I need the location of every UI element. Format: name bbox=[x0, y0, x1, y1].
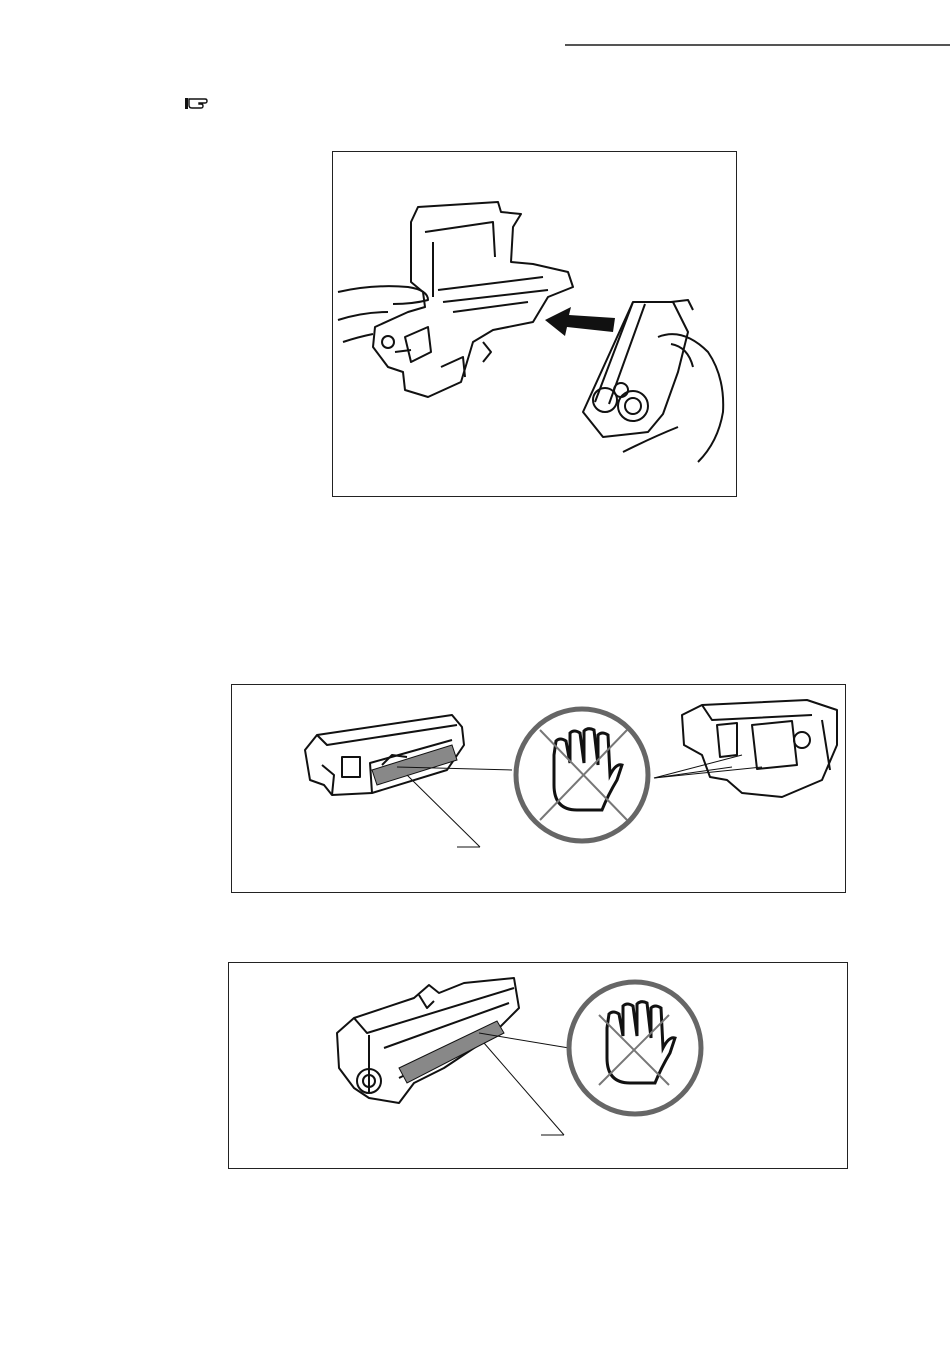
no-touch-hand-icon bbox=[569, 982, 701, 1114]
figure-do-not-touch-drum-unit bbox=[231, 684, 846, 893]
pointing-hand-icon bbox=[184, 95, 208, 111]
figure-do-not-touch-toner-roller bbox=[228, 962, 848, 1169]
figure-insert-toner-into-drum bbox=[332, 151, 737, 497]
toner-cartridge-illustration bbox=[229, 963, 849, 1170]
drum-unit-illustration bbox=[232, 685, 847, 894]
no-touch-hand-icon bbox=[516, 709, 648, 841]
header-rule bbox=[565, 44, 950, 46]
toner-insertion-illustration bbox=[333, 152, 738, 498]
arrow-icon bbox=[545, 307, 615, 336]
